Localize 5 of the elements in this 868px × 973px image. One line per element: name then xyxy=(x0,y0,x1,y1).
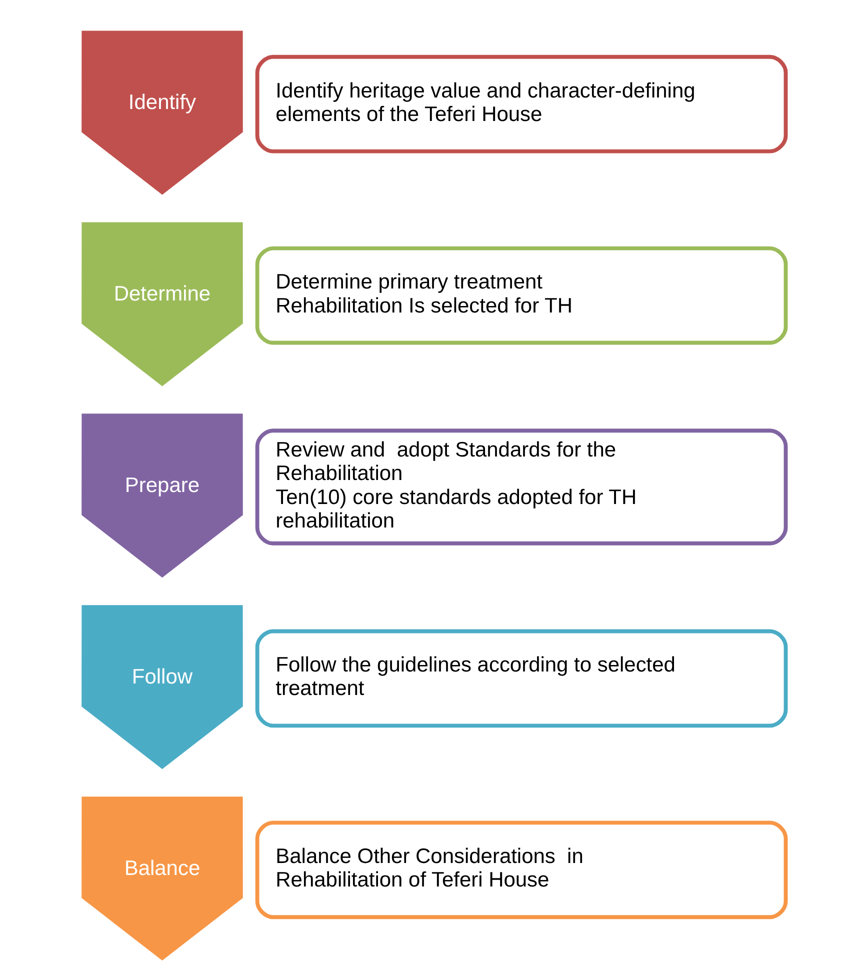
node-box: Balance Other Considerations in Rehabilitation of Teferi House xyxy=(255,820,788,919)
node-box: Follow the guidelines according to selected treatment xyxy=(255,628,788,728)
node-box: Review and adopt Standards for the Rehabilitation Ten(10) core standards adopted for TH rehabilitation xyxy=(255,428,788,545)
node-box: Identify heritage value and character-defining elements of the Teferi House xyxy=(255,54,788,153)
node-box: Determine primary treatment Rehabilitation Is selected for TH xyxy=(255,246,788,344)
